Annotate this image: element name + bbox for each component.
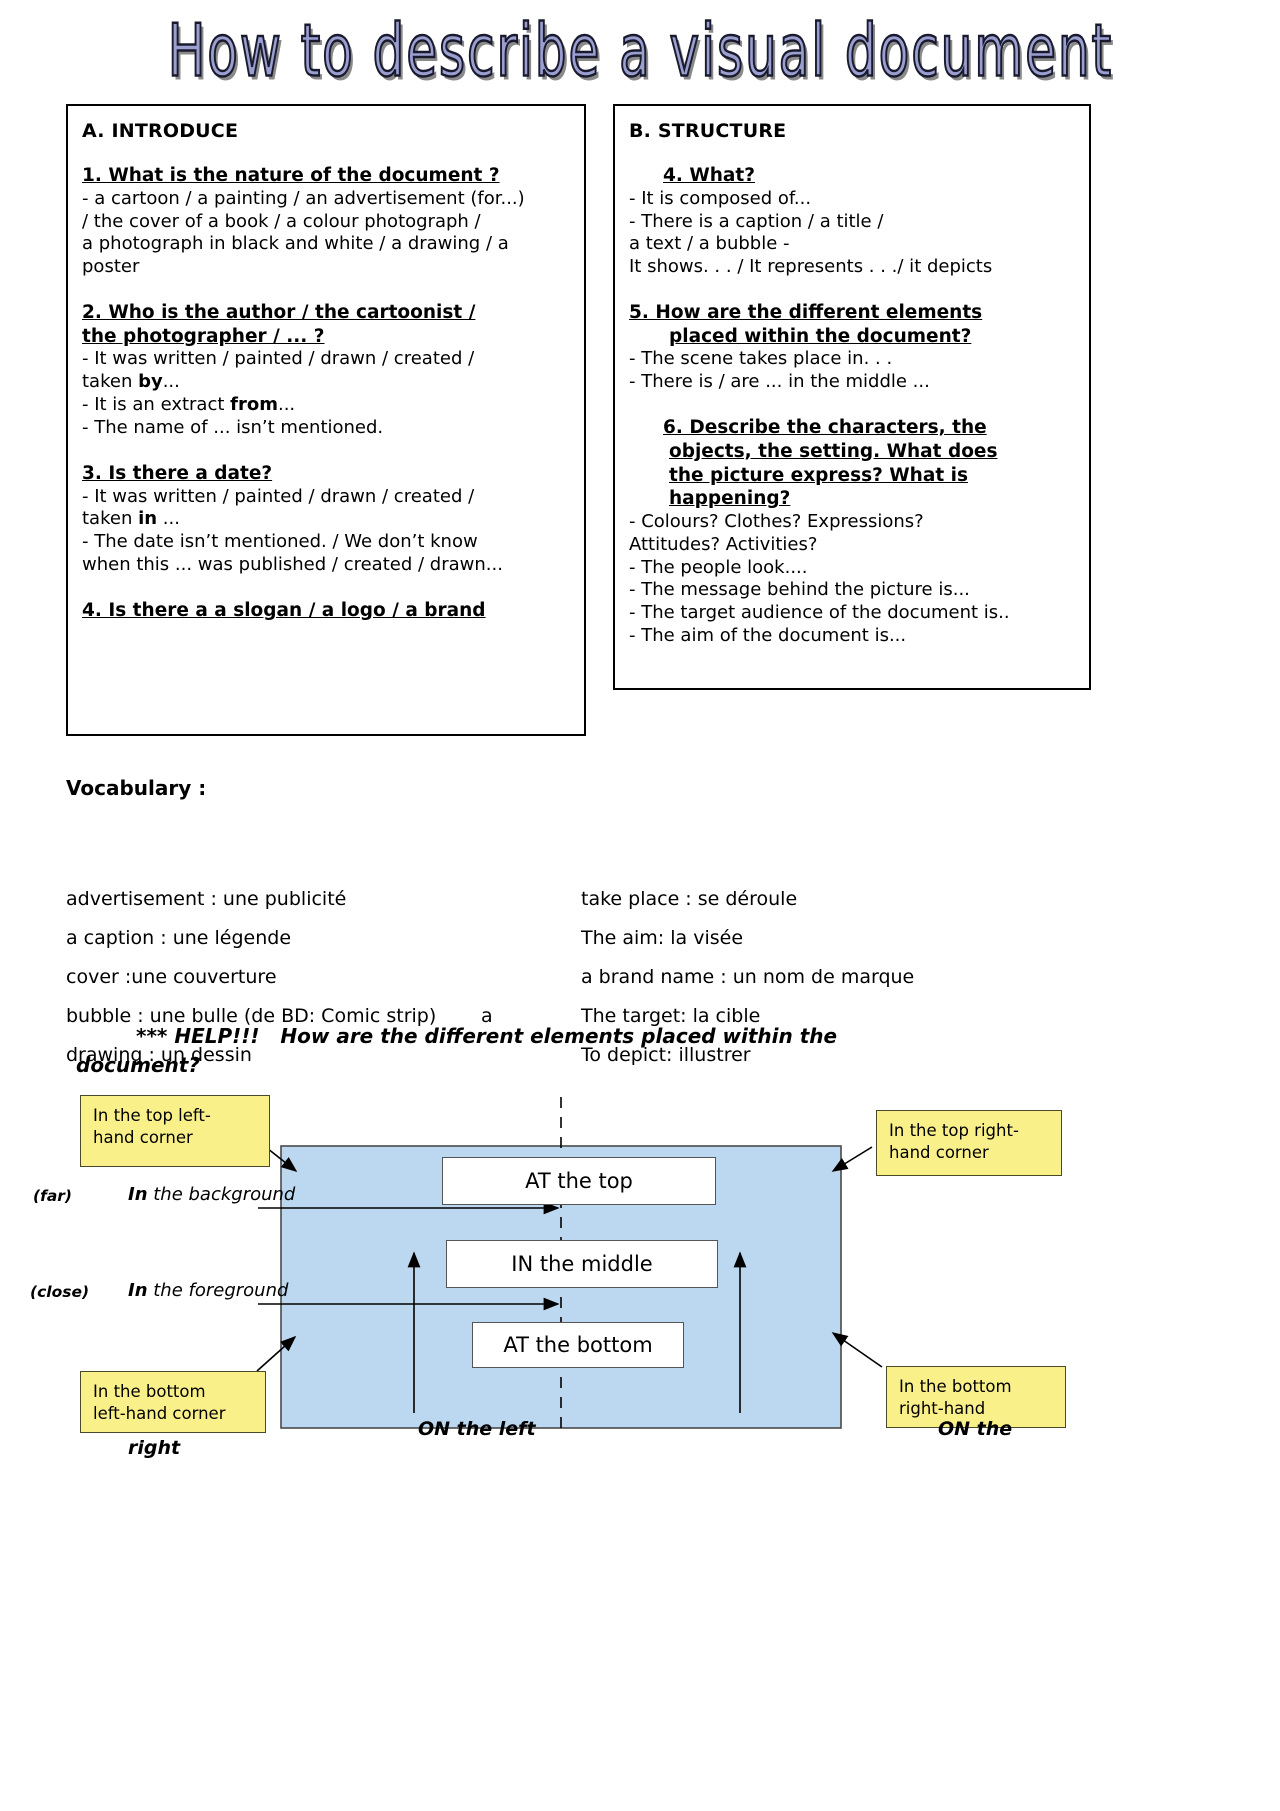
question-5-heading-line-1: 5. How are the different elements [629, 302, 983, 324]
note-top-left-corner: In the top left- hand corner [80, 1095, 270, 1167]
b-q6-line-6: - The aim of the document is... [629, 625, 907, 647]
b-q6-line-1: - Colours? Clothes? Expressions? [629, 510, 924, 532]
zone-in-the-middle: IN the middle [446, 1240, 718, 1288]
label-background-prefix: In [128, 1184, 148, 1205]
vocab-row: advertisement : une publicité take place… [66, 888, 1066, 927]
b-q4-line-2: - There is a caption / a title / [629, 210, 884, 232]
vocab-term-left: bubble : une bulle (de BD: Comic strip) [66, 1005, 437, 1027]
label-on-the-left: ON the left [418, 1418, 536, 1440]
question-6-heading-line-3: the picture express? What is [669, 464, 968, 486]
help-question-line-2: document? [76, 1053, 200, 1077]
vocab-term-left: advertisement : une publicité [66, 888, 347, 910]
vocab-term-left: a caption : une légende [66, 927, 292, 949]
label-far: (far) [33, 1187, 73, 1205]
b-q4-line-1: - It is composed of... [629, 187, 812, 209]
question-6-heading-line-2: objects, the setting. What does [669, 440, 998, 462]
q3-line-2: taken in ... [82, 508, 180, 530]
note-bottom-left-corner: In the bottom left-hand corner [80, 1371, 266, 1433]
question-2-heading-line-1: 2. Who is the author / the cartoonist / [82, 302, 476, 324]
vocab-row: bubble : une bulle (de BD: Comic strip) … [66, 1005, 1066, 1044]
vocab-term-left: drawing : un dessin [66, 1044, 252, 1066]
question-4-heading: 4. What? [663, 165, 755, 186]
vocab-row: drawing : un dessin To depict: illustrer [66, 1044, 1066, 1083]
question-1-heading: 1. What is the nature of the document ? [82, 165, 500, 186]
help-question-line-1: How are the different elements placed wi… [280, 1024, 838, 1048]
vocabulary-label: Vocabulary : [66, 776, 207, 800]
note-bottom-right-line-1: In the bottom [899, 1377, 1012, 1396]
b-q6-line-4: - The message behind the picture is... [629, 579, 970, 601]
question-4-heading-clipped: 4. Is there a a slogan / a logo / a bran… [82, 600, 486, 621]
question-6-heading-line-4: happening? [669, 488, 791, 510]
q3-line-4: when this ... was published / created / … [82, 554, 503, 576]
label-in-the-foreground: In the foreground [128, 1280, 288, 1301]
zone-at-the-top: AT the top [442, 1157, 716, 1205]
vocabulary-table: advertisement : une publicité take place… [66, 888, 1066, 1083]
note-bottom-left-line-2: left-hand corner [93, 1403, 226, 1423]
q3-line-1: - It was written / painted / drawn / cre… [82, 485, 475, 507]
section-a-introduce-box: A. INTRODUCE 1. What is the nature of th… [66, 104, 586, 736]
q1-line-3: a photograph in black and white / a draw… [82, 233, 509, 255]
vocab-term-right: a brand name : un nom de marque [581, 966, 915, 988]
q2-line-4: - The name of ... isn’t mentioned. [82, 417, 384, 439]
b-q4-line-4: It shows. . . / It represents . . ./ it … [629, 256, 993, 278]
vocab-term-right: The aim: la visée [581, 927, 744, 949]
q2-line-3: - It is an extract from... [82, 394, 296, 416]
vocab-term-right: To depict: illustrer [581, 1044, 751, 1066]
note-top-left-line-2: hand corner [93, 1127, 193, 1147]
note-bottom-right-line-2: right-hand [899, 1398, 986, 1418]
help-heading: *** HELP!!! How are the different elemen… [76, 1022, 1086, 1080]
question-2-heading-line-2: the photographer / ... ? [82, 325, 325, 347]
page-title-wrap: How to describe a visual document [0, 7, 1280, 95]
q2-line-1: - It was written / painted / drawn / cre… [82, 348, 475, 370]
label-on-the-right: ON the [938, 1418, 1013, 1440]
label-background-rest: the background [147, 1184, 296, 1205]
b-q6-line-3: - The people look.... [629, 556, 808, 578]
help-stars: *** HELP!!! [136, 1024, 260, 1048]
label-foreground-prefix: In [128, 1280, 148, 1301]
section-b-heading: B. STRUCTURE [629, 120, 787, 142]
q3-line-3: - The date isn’t mentioned. / We don’t k… [82, 531, 478, 553]
note-bottom-right-corner: In the bottom right-hand [886, 1366, 1066, 1428]
note-bottom-left-line-1: In the bottom [93, 1382, 206, 1401]
vocab-row: cover :une couverture a brand name : un … [66, 966, 1066, 1005]
b-q6-line-2: Attitudes? Activities? [629, 533, 818, 555]
section-b-structure-box: B. STRUCTURE 4. What? - It is composed o… [613, 104, 1091, 690]
question-5-heading-line-2: placed within the document? [669, 325, 972, 347]
vocab-row: a caption : une légende The aim: la visé… [66, 927, 1066, 966]
vocab-term-left: cover :une couverture [66, 966, 277, 988]
b-q5-line-1: - The scene takes place in. . . [629, 348, 893, 370]
b-q6-line-5: - The target audience of the document is… [629, 602, 1010, 624]
vocab-term-right: take place : se déroule [581, 888, 798, 910]
arrow-bottom-left-corner [256, 1335, 297, 1372]
note-top-right-line-2: hand corner [889, 1142, 989, 1162]
note-top-right-line-1: In the top right- [889, 1121, 1019, 1140]
label-right-stray: right [128, 1437, 181, 1459]
b-q5-line-2: - There is / are ... in the middle ... [629, 371, 930, 393]
q1-line-1: - a cartoon / a painting / an advertisem… [82, 187, 525, 209]
page-title: How to describe a visual document [166, 7, 1113, 95]
note-top-right-corner: In the top right- hand corner [876, 1110, 1062, 1176]
note-top-left-line-1: In the top left- [93, 1106, 211, 1125]
q1-line-4: poster [82, 256, 140, 278]
b-q4-line-3: a text / a bubble - [629, 233, 790, 255]
label-foreground-rest: the foreground [147, 1280, 289, 1301]
section-a-heading: A. INTRODUCE [82, 120, 239, 142]
label-in-the-background: In the background [128, 1184, 295, 1205]
vocab-term-right: The target: la cible [581, 1005, 761, 1027]
arrow-top-right-corner [831, 1146, 873, 1172]
arrow-bottom-right-corner [831, 1332, 883, 1368]
label-close: (close) [30, 1283, 90, 1301]
question-3-heading: 3. Is there a date? [82, 462, 273, 484]
question-6-heading-line-1: 6. Describe the characters, the [663, 417, 987, 439]
vocab-stray-letter: a [481, 1005, 493, 1027]
q2-line-2: taken by... [82, 371, 180, 393]
q1-line-2: / the cover of a book / a colour photogr… [82, 210, 481, 232]
placement-diagram: In the top left- hand corner In the top … [0, 1085, 1280, 1505]
zone-at-the-bottom: AT the bottom [472, 1322, 684, 1368]
